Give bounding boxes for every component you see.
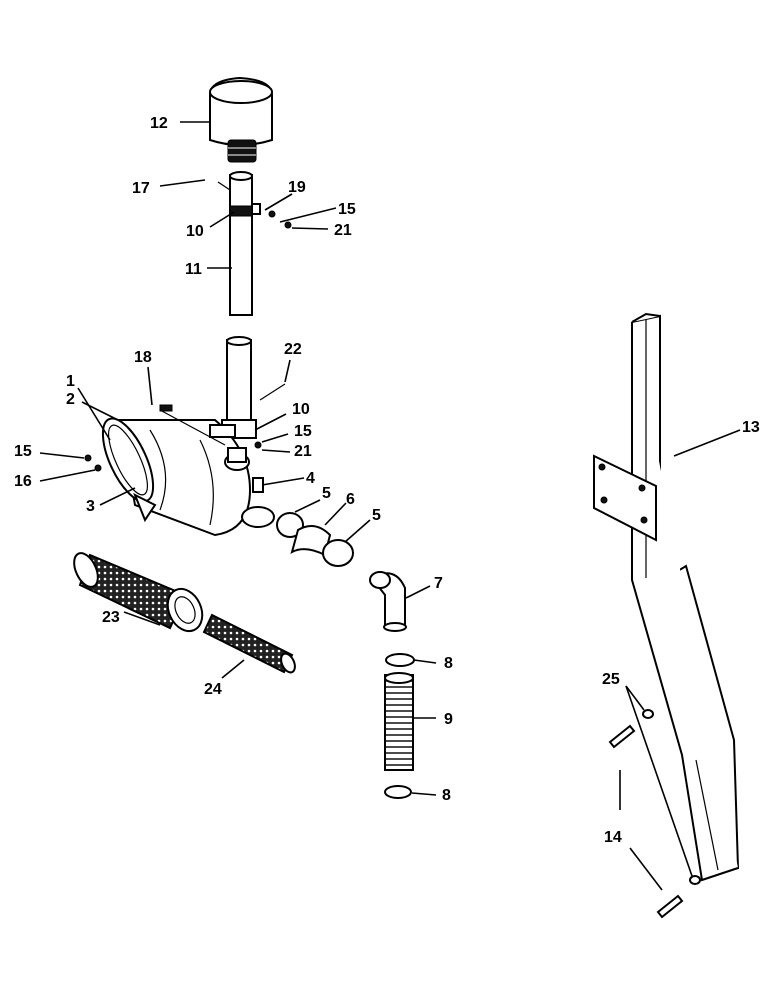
callout-9: 9 [444, 711, 453, 728]
secondary-filter-element [202, 613, 296, 674]
upper-intake-tube [217, 171, 292, 316]
flex-hose [384, 653, 415, 799]
callout-10: 10 [186, 223, 204, 240]
callout-5-right: 5 [372, 507, 381, 524]
callout-10-lower: 10 [292, 401, 310, 418]
callout-16: 16 [14, 473, 32, 490]
post-fasteners [608, 709, 701, 919]
callout-21-lower: 21 [294, 443, 312, 460]
callout-18: 18 [134, 349, 152, 366]
callout-labels: 12 17 19 15 10 21 11 18 22 1 2 10 15 21 … [14, 115, 760, 846]
callout-22: 22 [284, 341, 302, 358]
callout-6: 6 [346, 491, 355, 508]
callout-25: 25 [602, 671, 620, 688]
callout-8-lower: 8 [442, 787, 451, 804]
callout-12: 12 [150, 115, 168, 132]
callout-15-left: 15 [14, 443, 32, 460]
callout-17: 17 [132, 180, 150, 197]
callout-5: 5 [322, 485, 331, 502]
callout-19: 19 [288, 179, 306, 196]
callout-13: 13 [742, 419, 760, 436]
callout-23: 23 [102, 609, 120, 626]
precleaner-cap [209, 76, 273, 163]
callout-24: 24 [204, 681, 222, 698]
callout-8: 8 [444, 655, 453, 672]
leader-lines [39, 121, 741, 891]
outlet-connections [241, 477, 354, 567]
callout-3: 3 [86, 498, 95, 515]
callout-15-lower: 15 [294, 423, 312, 440]
elbow-hose [369, 571, 407, 632]
callout-14: 14 [604, 829, 622, 846]
air-cleaner-housing [84, 404, 252, 537]
callout-1: 1 [66, 373, 75, 390]
callout-21: 21 [334, 222, 352, 239]
callout-15: 15 [338, 201, 356, 218]
primary-filter-element [73, 552, 204, 633]
callout-4: 4 [306, 470, 315, 487]
callout-11: 11 [185, 261, 202, 278]
mounting-post [593, 312, 740, 882]
callout-2: 2 [66, 391, 75, 408]
callout-7: 7 [434, 575, 443, 592]
